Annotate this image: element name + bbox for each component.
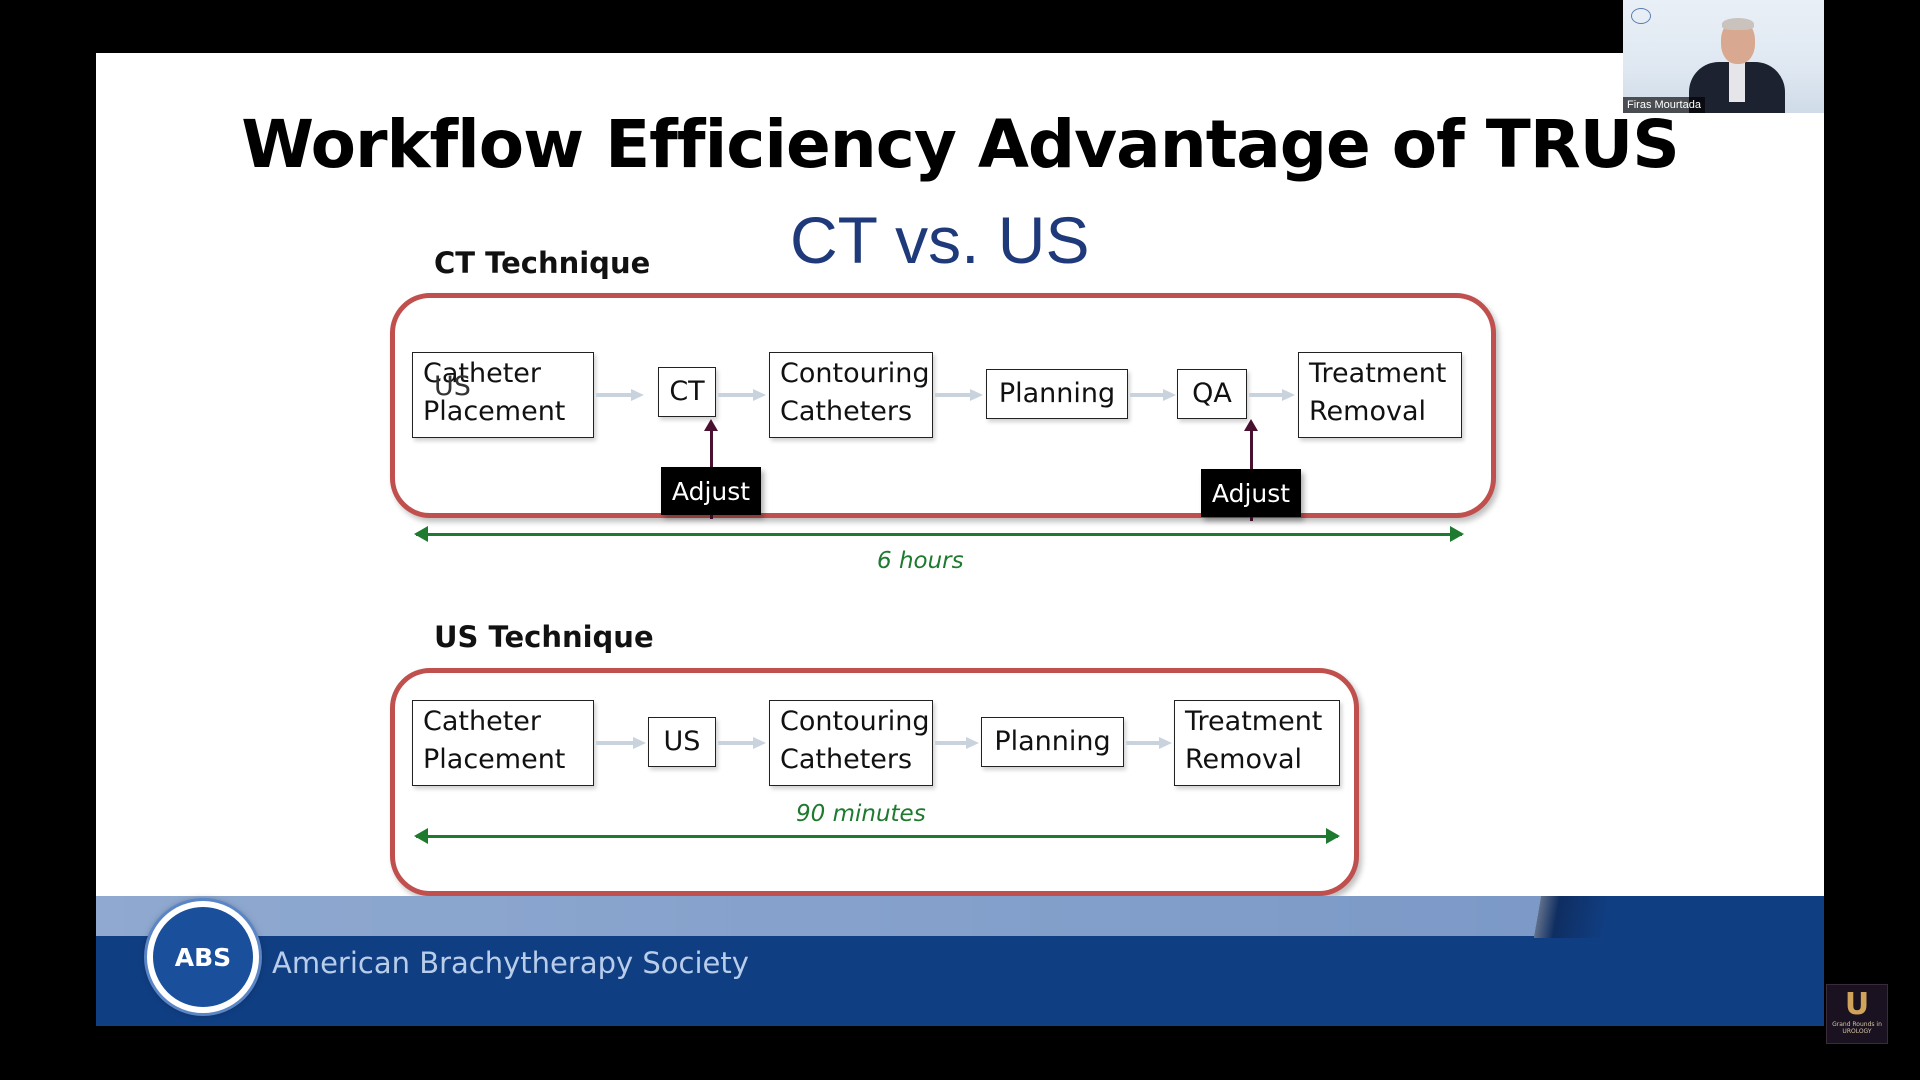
ct-duration-label: 6 hours (877, 548, 964, 574)
flow-arrow (718, 737, 766, 749)
ct-step-qa: QA (1177, 369, 1247, 419)
slide-subtitle: CT vs. US (790, 203, 1090, 277)
flow-arrow (1130, 389, 1176, 401)
ct-step-ct: CT (658, 367, 716, 417)
step-text: Planning (994, 726, 1111, 757)
flow-arrow (935, 737, 979, 749)
step-text: Placement (423, 744, 566, 775)
step-text: Removal (1185, 744, 1303, 775)
step-text: Catheter (423, 358, 542, 389)
us-duration-label: 90 minutes (796, 801, 926, 827)
participant-video-tile[interactable]: Firas Mourtada (1623, 0, 1824, 113)
slide-title: Workflow Efficiency Advantage of TRUS (241, 106, 1680, 183)
ct-step-catheter-placement: Catheter Placement (412, 352, 594, 438)
flow-arrow (596, 389, 644, 401)
step-text: Catheters (780, 744, 913, 775)
ct-step-treatment-removal: Treatment Removal (1298, 352, 1462, 438)
abs-logo: ABS (147, 901, 259, 1013)
step-text: Contouring (780, 706, 930, 737)
step-text: Treatment (1185, 706, 1323, 737)
flow-arrow (596, 737, 646, 749)
grand-rounds-urology-logo: U Grand Rounds in UROLOGY (1826, 984, 1888, 1044)
step-text: Catheters (780, 396, 913, 427)
step-text: QA (1192, 378, 1232, 409)
step-text: Planning (998, 378, 1116, 409)
step-text: Catheter (423, 706, 542, 737)
us-step-us: US (648, 717, 716, 767)
step-text: Removal (1309, 396, 1427, 427)
step-text: Contouring (780, 358, 930, 389)
ct-technique-label: CT Technique (434, 246, 651, 280)
us-step-contouring-catheters: Contouring Catheters (769, 700, 933, 786)
step-text: Placement (423, 396, 566, 427)
overlay-text: US (434, 371, 471, 402)
step-text: US (663, 726, 701, 757)
ct-step-contouring-catheters: Contouring Catheters (769, 352, 933, 438)
participant-shirt (1729, 62, 1745, 102)
adjust-box: Adjust (661, 467, 761, 515)
flow-arrow (1249, 389, 1295, 401)
adjust-box: Adjust (1201, 469, 1301, 517)
presentation-slide: Workflow Efficiency Advantage of TRUS CT… (96, 53, 1824, 1026)
participant-name: Firas Mourtada (1623, 97, 1705, 113)
us-step-planning: Planning (981, 717, 1124, 767)
step-text: Treatment (1309, 358, 1447, 389)
organization-name: American Brachytherapy Society (272, 946, 749, 980)
ct-step-planning: Planning (986, 369, 1128, 419)
us-step-catheter-placement: Catheter Placement (412, 700, 594, 786)
us-step-treatment-removal: Treatment Removal (1174, 700, 1340, 786)
step-text: CT (669, 376, 705, 407)
footer-dark-band (96, 936, 1824, 1026)
participant-hair (1722, 18, 1754, 30)
us-timeline-arrow (414, 828, 1340, 844)
logo-text: Grand Rounds in UROLOGY (1832, 1021, 1882, 1035)
footer-accent (1516, 896, 1824, 938)
ct-timeline-arrow (414, 526, 1464, 542)
logo-letter: U (1844, 987, 1870, 1022)
flow-arrow (935, 389, 983, 401)
flow-arrow (718, 389, 766, 401)
us-technique-label: US Technique (434, 620, 654, 654)
flow-arrow (1126, 737, 1172, 749)
logo-icon (1631, 8, 1651, 24)
